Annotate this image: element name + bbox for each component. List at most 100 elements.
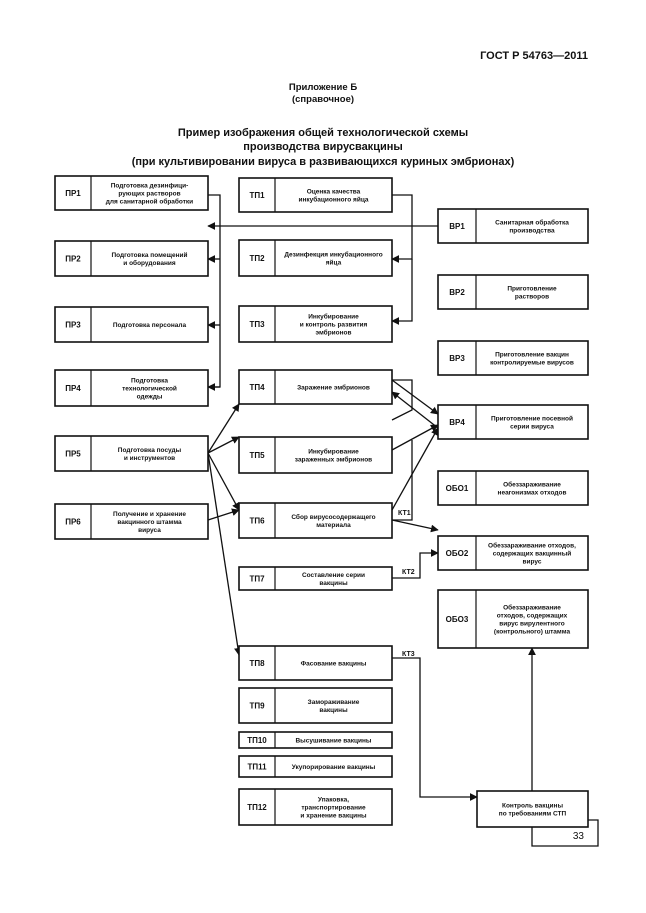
node-тп9-label-2: вакцины (319, 707, 348, 714)
node-пр1-code: ПР1 (65, 189, 81, 198)
node-тп1-label-1: Оценка качества (307, 189, 361, 196)
node-вр1-code: ВР1 (449, 222, 465, 231)
node-тп9-label-1: Замораживание (308, 699, 360, 706)
node-тп8-label-1: Фасование вакцины (301, 661, 367, 668)
node-пр4-box (54, 369, 209, 407)
node-тп7-code: ТП7 (249, 575, 265, 584)
connector-21 (392, 657, 478, 801)
node-вр4-label-1: Приготовление посевной (491, 415, 573, 423)
node-тп3-label-1: Инкубирование (308, 313, 359, 321)
node-обо3-box (437, 589, 589, 649)
node-пр5-box (54, 435, 209, 472)
connector-20 (392, 549, 439, 579)
node-обо1-box (437, 470, 589, 506)
node-тп4: ТП4 Заражение эмбрионов (238, 369, 393, 405)
node-пр4-label-2: технологической (122, 385, 177, 393)
node-обо1-code: ОБО1 (446, 484, 469, 493)
node-вр4-code: ВР4 (449, 418, 465, 427)
node-тп12-box (238, 788, 393, 826)
node-тп10-label-1: Высушивание вакцины (295, 738, 371, 745)
node-обо2-code: ОБО2 (446, 549, 469, 558)
node-вр2-label-1: Приготовление (507, 286, 557, 293)
node-тп8: ТП8 Фасование вакцины (238, 645, 393, 681)
connector-12 (207, 508, 240, 521)
node-вр2-code: ВР2 (449, 288, 465, 297)
connector-4 (208, 194, 221, 388)
node-пр6-label-1: Получение и хранение (113, 511, 186, 518)
connector-19 (392, 440, 413, 521)
control-point-кт2: КТ2 (402, 569, 415, 576)
node-тп2-label-1: Дезинфекция инкубационного (284, 251, 382, 259)
vaccine-control-label-1: Контроль вакцины (502, 803, 563, 810)
node-тп6-label-1: Сбор вирусосодержащего (291, 513, 375, 521)
connector-15 (391, 391, 439, 429)
connector-10 (207, 452, 240, 511)
node-вр3-label-2: контролируемые вирусов (490, 360, 574, 367)
node-тп6-box (238, 502, 393, 539)
node-тп3-box (238, 305, 393, 343)
flow-connectors (207, 194, 599, 847)
node-обо2-label-3: вирус (523, 559, 542, 566)
node-тп11-label-1: Укупорирование вакцины (292, 764, 376, 771)
connector-18 (391, 519, 439, 533)
node-тп10-box (238, 731, 393, 749)
node-пр4-label-3: одежды (137, 394, 163, 401)
connector-2 (391, 259, 413, 325)
connector-22 (528, 647, 599, 847)
vaccine-control-label-2: по требованиям СТП (499, 810, 567, 818)
process-nodes: ПР1 Подготовка дезинфици-рующих растворов… (54, 175, 589, 828)
node-пр3: ПР3 Подготовка персонала (54, 306, 209, 343)
node-тп12-label-2: транспортирование (301, 805, 366, 812)
node-тп7-label-2: вакцины (319, 580, 348, 587)
node-пр1-label-2: рующих растворов (118, 191, 180, 198)
connector-8 (207, 403, 240, 454)
node-тп6-label-2: материала (316, 522, 351, 529)
node-обо3-label-4: (контрольного) штамма (494, 629, 571, 636)
node-вр3-label-1: Приготовление вакцин (495, 352, 569, 359)
control-point-кт3: КТ3 (402, 651, 415, 658)
node-тп2-code: ТП2 (249, 254, 265, 263)
node-тп8-code: ТП8 (249, 659, 265, 668)
node-обо2-label-1: Обеззараживание отходов, (488, 542, 576, 550)
node-тп2-label-2: яйца (326, 259, 342, 267)
node-тп4-code: ТП4 (249, 383, 265, 392)
node-тп9-box (238, 687, 393, 724)
node-обо2-box (437, 535, 589, 571)
node-вр3-code: ВР3 (449, 354, 465, 363)
title-line-2: производства вирусвакцины (243, 141, 403, 154)
node-тп3-code: ТП3 (249, 320, 265, 329)
node-пр3-box (54, 306, 209, 343)
node-пр4-code: ПР4 (65, 384, 81, 393)
node-тп4-label-1: Заражение эмбрионов (297, 384, 370, 392)
annex-type: (справочное) (291, 94, 355, 106)
node-пр3-code: ПР3 (65, 321, 81, 330)
node-тп5-label-1: Инкубирование (308, 448, 359, 456)
node-пр2-box (54, 240, 209, 277)
node-тп4-box (238, 369, 393, 405)
node-тп5-code: ТП5 (249, 451, 265, 460)
node-обо3-label-3: вирус вирулентного (499, 621, 564, 628)
vaccine-control-box (476, 790, 589, 828)
node-обо1-label-1: Обеззараживание (503, 481, 561, 489)
node-вр1-label-1: Санитарная обработка (495, 219, 569, 227)
node-вр1-label-2: производства (509, 228, 555, 235)
page-number: 33 (572, 831, 584, 842)
node-пр1-label-1: Подготовка дезинфици- (111, 183, 189, 190)
node-тп7-box (238, 566, 393, 591)
node-пр3-label-1: Подготовка персонала (113, 322, 187, 329)
